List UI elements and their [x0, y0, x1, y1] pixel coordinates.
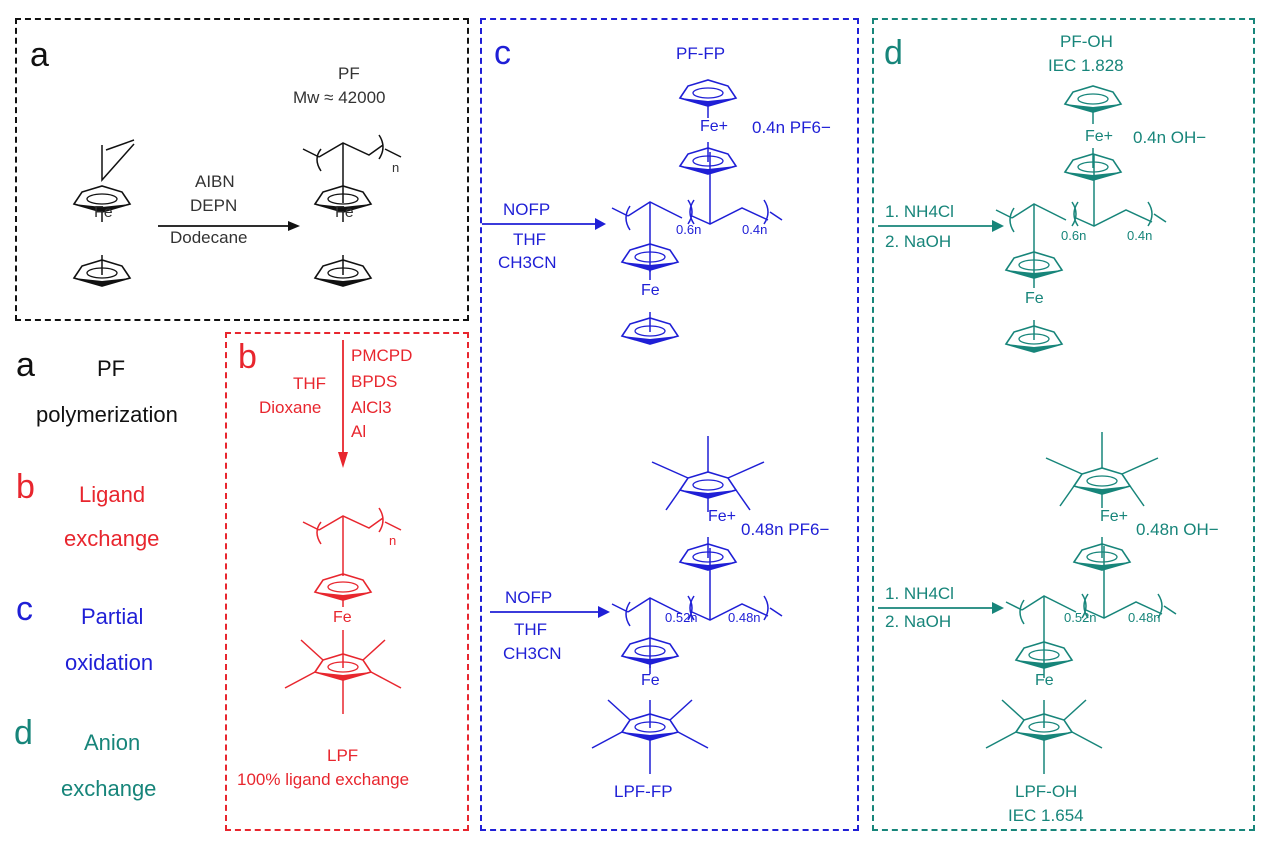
lpf-polymer: [285, 507, 402, 714]
step-2-d-bottom: 2. NaOH: [885, 612, 952, 631]
reagent-nofp-bottom: NOFP: [505, 588, 553, 607]
lpf-product-note: 100% ligand exchange: [237, 770, 410, 789]
fraction-2-d-bottom: 0.48n: [1128, 610, 1161, 625]
legend-c-line1: Partial: [81, 604, 144, 629]
legend-c-line2: oxidation: [65, 650, 154, 675]
step-2-d-top: 2. NaOH: [885, 232, 952, 251]
fe-plus-label-c-top: Fe+: [700, 118, 729, 135]
fe-label-c-top: Fe: [641, 282, 660, 299]
fraction-1-c-bottom: 0.52n: [665, 610, 698, 625]
solvent-ch3cn-c-top: CH3CN: [498, 253, 557, 272]
legend-d-line1: Anion: [84, 730, 141, 755]
step-1-d-top: 1. NH4Cl: [885, 202, 954, 221]
solvent-thf: THF: [293, 374, 327, 393]
reagent-pmcpd: PMCPD: [351, 346, 413, 365]
lpf-fp-polymer: [592, 436, 783, 774]
legend-letter-a: a: [16, 346, 35, 384]
pf-oh-iec: IEC 1.828: [1048, 56, 1124, 75]
fraction-1-d-bottom: 0.52n: [1064, 610, 1097, 625]
legend-a-line2: polymerization: [36, 402, 178, 427]
lpf-fp-product-name: LPF-FP: [614, 782, 673, 801]
lpf-oh-product-name: LPF-OH: [1015, 782, 1078, 801]
fe-label-c-bottom: Fe: [641, 672, 660, 689]
lpf-oh-polymer: [986, 432, 1177, 774]
fraction-2-c-bottom: 0.48n: [728, 610, 761, 625]
legend-b-line1: Ligand: [79, 482, 146, 507]
fe-label-monomer: Fe: [94, 204, 113, 221]
pf-oh-polymer: [995, 85, 1167, 353]
fe-label-d-top: Fe: [1025, 290, 1044, 307]
reagent-dodecane: Dodecane: [170, 228, 248, 247]
repeat-subscript-a: n: [392, 160, 400, 175]
reagent-alcl3: AlCl3: [351, 398, 392, 417]
lpf-oh-iec: IEC 1.654: [1008, 806, 1084, 825]
panel-c-box: [480, 18, 859, 831]
fe-label-lpf: Fe: [333, 609, 352, 626]
fraction-2-c-top: 0.4n: [742, 222, 768, 237]
fraction-1-c-top: 0.6n: [676, 222, 702, 237]
panel-a-box: [15, 18, 469, 321]
reagent-bpds: BPDS: [351, 372, 398, 391]
pf-fp-product-name: PF-FP: [676, 44, 726, 63]
panel-b-box: [225, 332, 469, 831]
pf-oh-product-name: PF-OH: [1060, 32, 1113, 51]
legend-d-line2: exchange: [61, 776, 157, 801]
panel-b-letter: b: [238, 338, 257, 376]
panel-a-letter: a: [30, 36, 49, 74]
fe-plus-label-d-bottom: Fe+: [1100, 508, 1129, 525]
fraction-1-d-top: 0.6n: [1061, 228, 1087, 243]
panel-d-letter: d: [884, 34, 903, 72]
pf-fp-polymer: [611, 79, 783, 345]
molecular-weight-label: Mw ≈ 42000: [293, 88, 386, 107]
fe-plus-label-c-bottom: Fe+: [708, 508, 737, 525]
reagent-depn: DEPN: [190, 196, 238, 215]
repeat-subscript-b: n: [389, 533, 397, 548]
lpf-product-name: LPF: [327, 746, 359, 765]
legend-letter-d: d: [14, 714, 33, 752]
solvent-ch3cn-c-bottom: CH3CN: [503, 644, 562, 663]
panel-c-letter: c: [494, 34, 511, 72]
counterion-d-top: 0.4n OH−: [1133, 128, 1207, 147]
counterion-d-bottom: 0.48n OH−: [1136, 520, 1219, 539]
reagent-nofp-top: NOFP: [503, 200, 551, 219]
vinylferrocene-monomer: [73, 139, 135, 287]
counterion-c-top: 0.4n PF6−: [752, 118, 831, 137]
solvent-thf-c-bottom: THF: [514, 620, 548, 639]
legend-b-line2: exchange: [64, 526, 160, 551]
legend-letter-c: c: [16, 590, 33, 628]
panel-d-box: [872, 18, 1255, 831]
fe-plus-label-d-top: Fe+: [1085, 128, 1114, 145]
legend-letter-b: b: [16, 468, 35, 506]
legend-a-line1: PF: [97, 356, 126, 381]
solvent-thf-c-top: THF: [513, 230, 547, 249]
step-1-d-bottom: 1. NH4Cl: [885, 584, 954, 603]
solvent-dioxane: Dioxane: [259, 398, 322, 417]
pf-product-name: PF: [338, 64, 360, 83]
fe-label-d-bottom: Fe: [1035, 672, 1054, 689]
reagent-al: Al: [351, 422, 367, 441]
counterion-c-bottom: 0.48n PF6−: [741, 520, 830, 539]
fe-label-pf: Fe: [335, 204, 354, 221]
pf-polymer: [302, 134, 402, 287]
reagent-aibn: AIBN: [195, 172, 235, 191]
fraction-2-d-top: 0.4n: [1127, 228, 1153, 243]
